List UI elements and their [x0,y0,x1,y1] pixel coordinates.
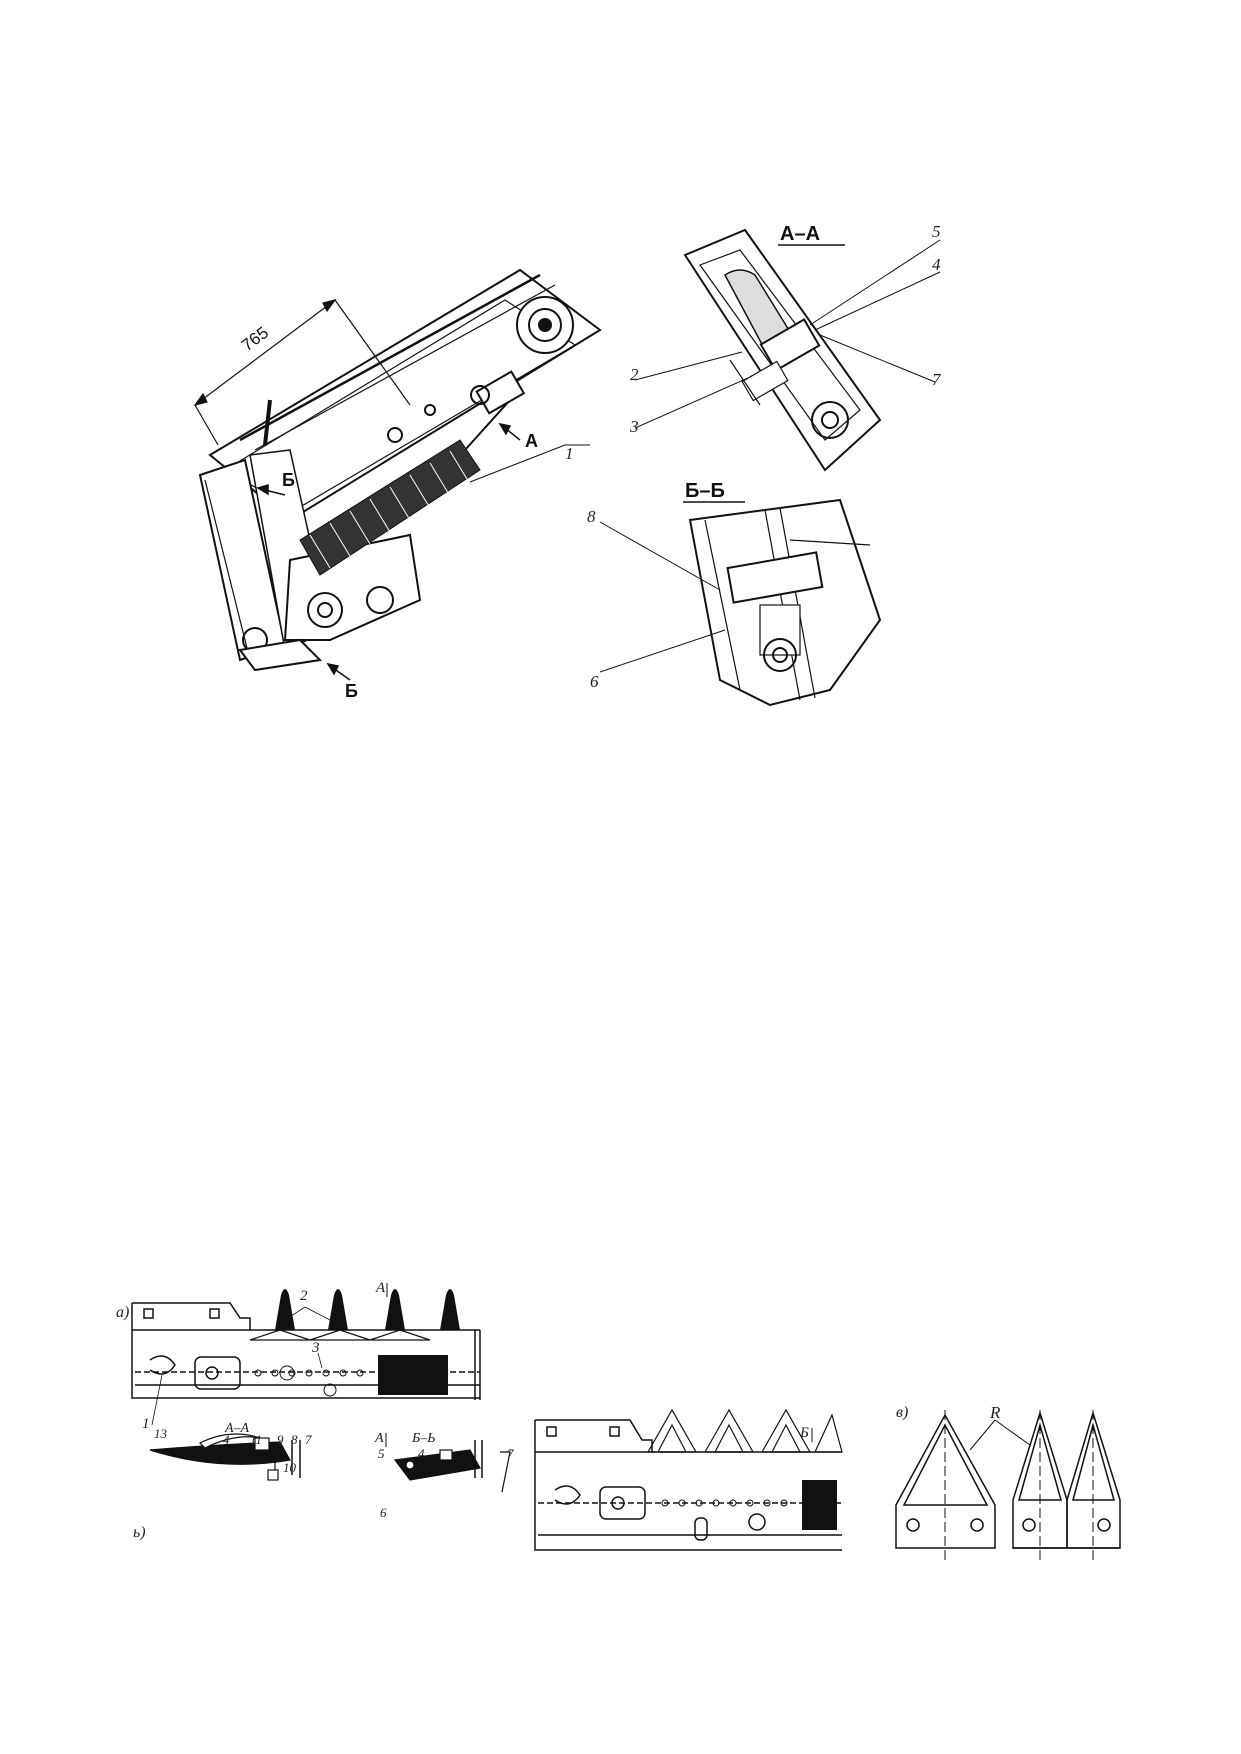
section-mark-a-top: А [375,1280,386,1296]
section-bb-view [688,498,882,707]
cutter-a-callout-3: 3 [311,1340,320,1356]
section-aa-title: А–А [780,223,820,245]
bb-callout-5: 5 [378,1446,385,1461]
section-aa-small [149,1433,301,1481]
bb-callout-4: 4 [418,1446,425,1461]
section-arrows-top [256,422,521,681]
knife-holes-middle [661,1499,788,1507]
callout-1-label: 1 [565,444,574,463]
arrow-a-label: А [525,431,538,451]
bb-callout-6: 6 [380,1505,387,1520]
black-block-middle [802,1480,837,1530]
aa-callout-10: 10 [283,1460,297,1475]
cutter-b-label: ь) [133,1524,146,1541]
section-mark-b: Б [799,1425,809,1441]
section-bb-small [393,1440,511,1493]
section-aa-callout-5: 5 [932,222,941,241]
aa-callout-8: 8 [291,1432,298,1447]
aa-callout-13: 13 [154,1426,168,1441]
aa-callout-4: 4 [223,1432,230,1447]
knife-holes-a [254,1365,364,1397]
section-bb-title: Б–Б [685,480,725,502]
assembly-view [198,268,602,672]
section-aa-callout-3: 3 [629,417,639,436]
knife-segments-v [895,1410,1121,1560]
radius-leaders [969,1419,1031,1451]
callout-1-leader [469,444,566,483]
cutter-a-callout-2: 2 [300,1288,308,1304]
cutter-a-label: а) [116,1304,129,1321]
section-aa-leaders [634,239,941,429]
aa-callout-7: 7 [305,1432,312,1447]
section-aa-callout-7: 7 [932,370,942,389]
radius-label: R [989,1403,1001,1422]
section-aa-callout-4: 4 [932,255,941,274]
section-aa-view [683,228,882,472]
section-aa-small-label: А–А [224,1421,250,1436]
arrow-b-lower-label: Б [345,681,358,701]
cutter-a-leaders [151,1306,331,1426]
section-aa-callout-2: 2 [630,365,639,384]
bb-callout-7: 7 [507,1446,514,1461]
aa-callout-11: 11 [250,1432,262,1447]
section-bb-callout-8: 8 [587,507,596,526]
figure-v-label: в) [896,1404,908,1421]
section-bb-callout-6: 6 [590,672,599,691]
open-guards-middle [646,1408,843,1453]
section-mark-a-mid: А [374,1431,384,1446]
aa-callout-9: 9 [277,1432,284,1447]
cutter-a-callout-1: 1 [142,1416,150,1432]
section-bb-small-label: Б–Ь [411,1431,436,1446]
arrow-b-upper-label: Б [282,470,295,490]
guard-fingers-a [275,1289,460,1330]
dimension-765 [193,299,411,446]
knife-sections-a [249,1329,431,1341]
black-block-a [378,1355,448,1395]
section-bb-leaders [599,521,726,673]
